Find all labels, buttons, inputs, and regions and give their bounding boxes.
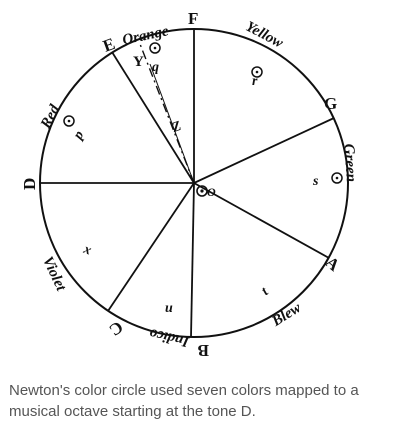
point-label-Z: Z — [169, 119, 184, 137]
color-label-indico: Indico — [148, 325, 192, 350]
point-label-O: O — [207, 185, 216, 199]
center-mark-circle — [196, 185, 208, 197]
figure-caption: Newton's color circle used seven colors … — [9, 382, 359, 420]
radius-C — [107, 182, 195, 312]
tone-label-E: E — [100, 34, 117, 56]
color-label-orange: Orange — [121, 23, 170, 48]
point-label-t: t — [259, 284, 272, 299]
color-label-green: Green — [340, 143, 359, 182]
tone-label-B: B — [198, 341, 209, 360]
line-Z — [149, 63, 195, 184]
tone-label-G: G — [324, 94, 337, 113]
point-p-mark — [63, 115, 75, 127]
tone-label-F: F — [188, 9, 198, 28]
point-label-r: r — [252, 74, 258, 89]
point-s-mark — [331, 172, 343, 184]
center-mark-dot — [200, 189, 204, 193]
radius-A — [193, 182, 330, 259]
point-label-u: u — [165, 301, 173, 316]
radius-E — [111, 51, 195, 184]
point-r-mark — [251, 66, 263, 78]
point-label-q: q — [152, 60, 159, 75]
color-label-blew: Blew — [268, 299, 304, 330]
point-label-p: p — [70, 128, 87, 142]
point-r-dot — [255, 70, 259, 74]
point-s-dot — [335, 176, 339, 180]
point-label-s: s — [312, 174, 319, 189]
point-q-mark — [149, 42, 161, 54]
newton-color-circle: D E F G A B C Red Orange Yellow Green Bl… — [20, 9, 359, 360]
radius-G — [193, 117, 335, 184]
radius-B — [190, 182, 195, 338]
color-label-violet: Violet — [39, 254, 69, 294]
point-p-dot — [67, 119, 71, 123]
point-q-dot — [153, 46, 157, 50]
point-label-Y: Y — [133, 54, 144, 70]
point-label-x: x — [81, 242, 94, 259]
tone-label-D: D — [20, 178, 39, 190]
